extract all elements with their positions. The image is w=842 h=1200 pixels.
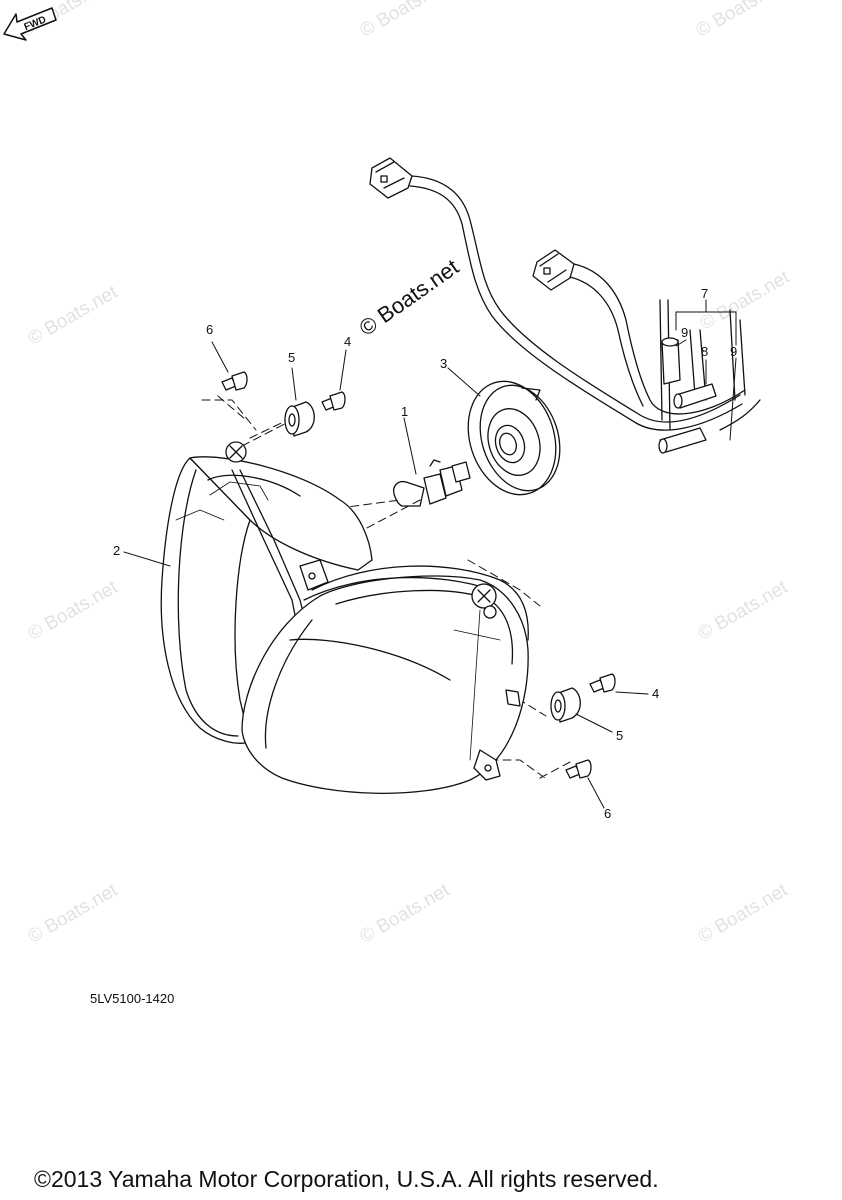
- callout-1: 1: [401, 404, 409, 419]
- callout-9: 9: [730, 344, 738, 359]
- callout-4: 4: [652, 686, 660, 701]
- callout-5: 5: [288, 350, 296, 365]
- copyright: ©2013 Yamaha Motor Corporation, U.S.A. A…: [34, 1166, 659, 1192]
- callout-5: 5: [616, 728, 624, 743]
- sockets: [658, 337, 717, 454]
- collar-4-lower: [589, 673, 616, 693]
- callout-7: 7: [701, 286, 709, 301]
- grommet-5-lower: [550, 687, 581, 723]
- leaders-7-8-9: [675, 299, 737, 441]
- screw-6-upper: [221, 371, 248, 391]
- callout-4: 4: [344, 334, 352, 349]
- callout-6: 6: [604, 806, 612, 821]
- callout-8: 8: [701, 344, 709, 359]
- headlight-assembly: [160, 441, 529, 794]
- collar-4-upper: [321, 391, 346, 411]
- callout-leaders: [123, 341, 649, 809]
- bulb-cover: [467, 380, 561, 496]
- headlight-bulb: [392, 459, 471, 507]
- grommet-5-upper: [284, 401, 315, 437]
- callout-6: 6: [206, 322, 214, 337]
- forward-label: FWD: [23, 14, 48, 33]
- callout-2: 2: [113, 543, 121, 558]
- callout-9: 9: [681, 325, 689, 340]
- forward-arrow-icon: FWD: [3, 7, 57, 41]
- callout-3: 3: [440, 356, 448, 371]
- part-code: 5LV5100-1420: [90, 991, 175, 1006]
- screw-6-lower: [565, 759, 592, 779]
